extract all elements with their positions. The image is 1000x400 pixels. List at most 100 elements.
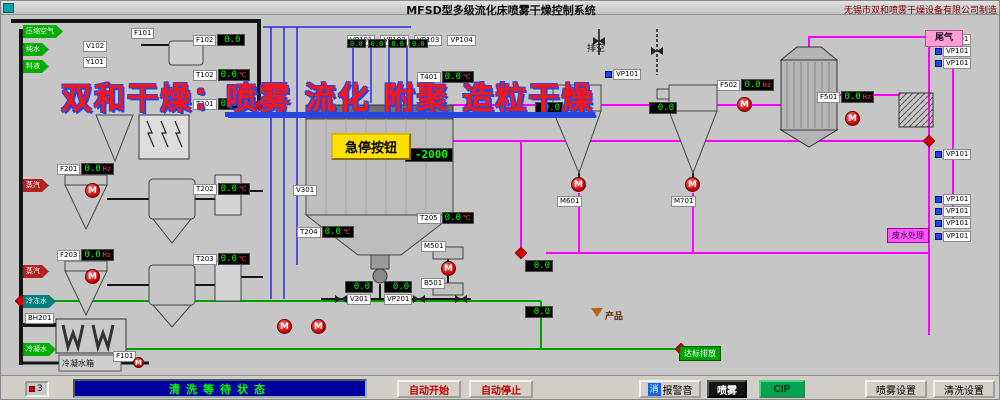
cyclone-2 <box>656 84 718 175</box>
motor-icon <box>441 261 456 276</box>
equipment-label: T102 <box>193 69 217 81</box>
agitator-icon <box>61 324 85 353</box>
auto-start-button[interactable]: 自动开始 <box>397 380 461 398</box>
equipment-label: T205 <box>417 212 441 224</box>
right-valve-group: VP101 <box>935 194 972 205</box>
product-tag: 产品 <box>591 308 623 323</box>
vent-tag: 排空 <box>587 44 606 54</box>
equipment-label: F502 <box>717 79 741 91</box>
readout-T204: T204 0.0℃ <box>297 226 354 238</box>
control-bar: 3 清洗等待状态 自动开始 自动停止 消 报警音 喷雾 CIP 喷雾设置 清洗设… <box>1 375 999 399</box>
value-display: 0.0℃ <box>217 253 250 265</box>
motor-icon <box>845 111 860 126</box>
source-feed-liquid: 料液 <box>23 60 49 73</box>
equipment-label: T201 <box>193 98 217 110</box>
valve-icon <box>935 196 942 203</box>
readout-T202: T202 0.0℃ <box>193 183 250 195</box>
valve-icon <box>605 71 612 78</box>
equipment-label: T204 <box>297 226 321 238</box>
inlet-filter <box>95 40 204 163</box>
source-steam-1: 蒸汽 <box>23 179 49 192</box>
motor-icon <box>85 183 100 198</box>
right-valve-group: VP101 <box>935 231 972 242</box>
value-display: 0.0℃ <box>217 183 250 195</box>
source-pure-water: 纯水 <box>23 43 49 56</box>
product-arrow-icon <box>591 308 603 323</box>
piping-graphics <box>11 19 954 372</box>
motor-icon <box>737 97 752 112</box>
right-valve-group: VP101 <box>935 218 972 229</box>
manufacturer-text: 无锡市双和喷雾干燥设备有限公司制造 <box>843 6 997 16</box>
valve-icon <box>935 60 942 67</box>
value-display: 0.0 <box>217 34 246 46</box>
valve-icon <box>935 220 942 227</box>
equipment-label: VP201 <box>384 294 413 305</box>
equipment-label: T202 <box>193 183 217 195</box>
readout-T203: T203 0.0℃ <box>193 253 250 265</box>
equipment-label: F501 <box>817 91 841 103</box>
auto-stop-button[interactable]: 自动停止 <box>469 380 533 398</box>
discharge-tag: 达标排放 <box>679 346 721 361</box>
mute-icon: 消 <box>647 382 661 396</box>
vp-manifold-displays: 0.0 0.0 0.0 0.0 <box>347 39 428 48</box>
cip-button[interactable]: CIP <box>759 380 805 398</box>
label-M601: M601 <box>557 196 583 207</box>
cip-tank <box>55 318 127 372</box>
label-V102: V102 <box>83 41 108 52</box>
equipment-label: T401 <box>417 71 441 83</box>
motor-icon <box>571 177 586 192</box>
condensate-tank-label: 冷凝水箱 <box>62 359 94 368</box>
status-bar: 清洗等待状态 <box>73 379 367 398</box>
center-display-a: 0.0 <box>525 253 553 272</box>
label-BH201: BH201 <box>25 313 55 324</box>
source-condensate: 冷凝水 <box>23 343 56 356</box>
label-B501: B501 <box>421 278 446 289</box>
source-steam-2: 蒸汽 <box>23 265 49 278</box>
silencer-box <box>898 92 934 128</box>
value-display: 0.0℃ <box>217 69 250 81</box>
drying-chamber <box>304 104 455 284</box>
blue-pipes <box>263 26 411 299</box>
agitator-icon <box>91 324 115 353</box>
heat-exchanger <box>779 46 839 148</box>
title-bar: MFSD型多级流化床喷雾干燥控制系统 无锡市双和喷雾干燥设备有限公司制造 <box>1 1 999 17</box>
equipment-label: F201 <box>57 163 81 175</box>
chamber-pressure-display: -2000 <box>405 143 453 162</box>
value-display: 0.0℃ <box>321 226 354 238</box>
readout-T102: T102 0.0℃ <box>193 69 250 81</box>
clean-settings-button[interactable]: 清洗设置 <box>933 380 995 398</box>
mute-alarm-button[interactable]: 消 报警音 <box>639 380 701 398</box>
v201-stack: 0.0 V201 <box>345 281 373 305</box>
readout-F102: F102 0.0 <box>193 34 246 46</box>
alarm-counter: 3 <box>25 381 49 397</box>
app-icon <box>3 3 14 13</box>
right-valve-group: VP101 <box>935 46 972 57</box>
equipment-label: F102 <box>193 34 217 46</box>
value-display: 0.0℃ <box>217 98 250 110</box>
black-pipes <box>11 19 694 365</box>
status-text: 清洗等待状态 <box>169 382 271 396</box>
motor-icon <box>85 269 100 284</box>
label-M701: M701 <box>671 196 697 207</box>
cyclone-2-display: 0.0 <box>649 95 677 114</box>
spray-button[interactable]: 喷雾 <box>707 380 747 398</box>
readout-T205: T205 0.0℃ <box>417 212 474 224</box>
emergency-stop-button[interactable]: 急停按钮 <box>331 133 412 160</box>
spray-settings-button[interactable]: 喷雾设置 <box>865 380 927 398</box>
value-display: 0.0℃ <box>441 212 474 224</box>
motor-icon <box>311 319 326 334</box>
value-display: 0.0℃ <box>441 71 474 83</box>
waste-water-tag: 废水处理 <box>887 228 929 243</box>
center-display-b: 0.0 <box>525 299 553 318</box>
motor-icon <box>685 177 700 192</box>
valve-icon <box>935 48 942 55</box>
motor-icon <box>277 319 292 334</box>
cyclone-1-display: 0.0 <box>535 95 563 114</box>
